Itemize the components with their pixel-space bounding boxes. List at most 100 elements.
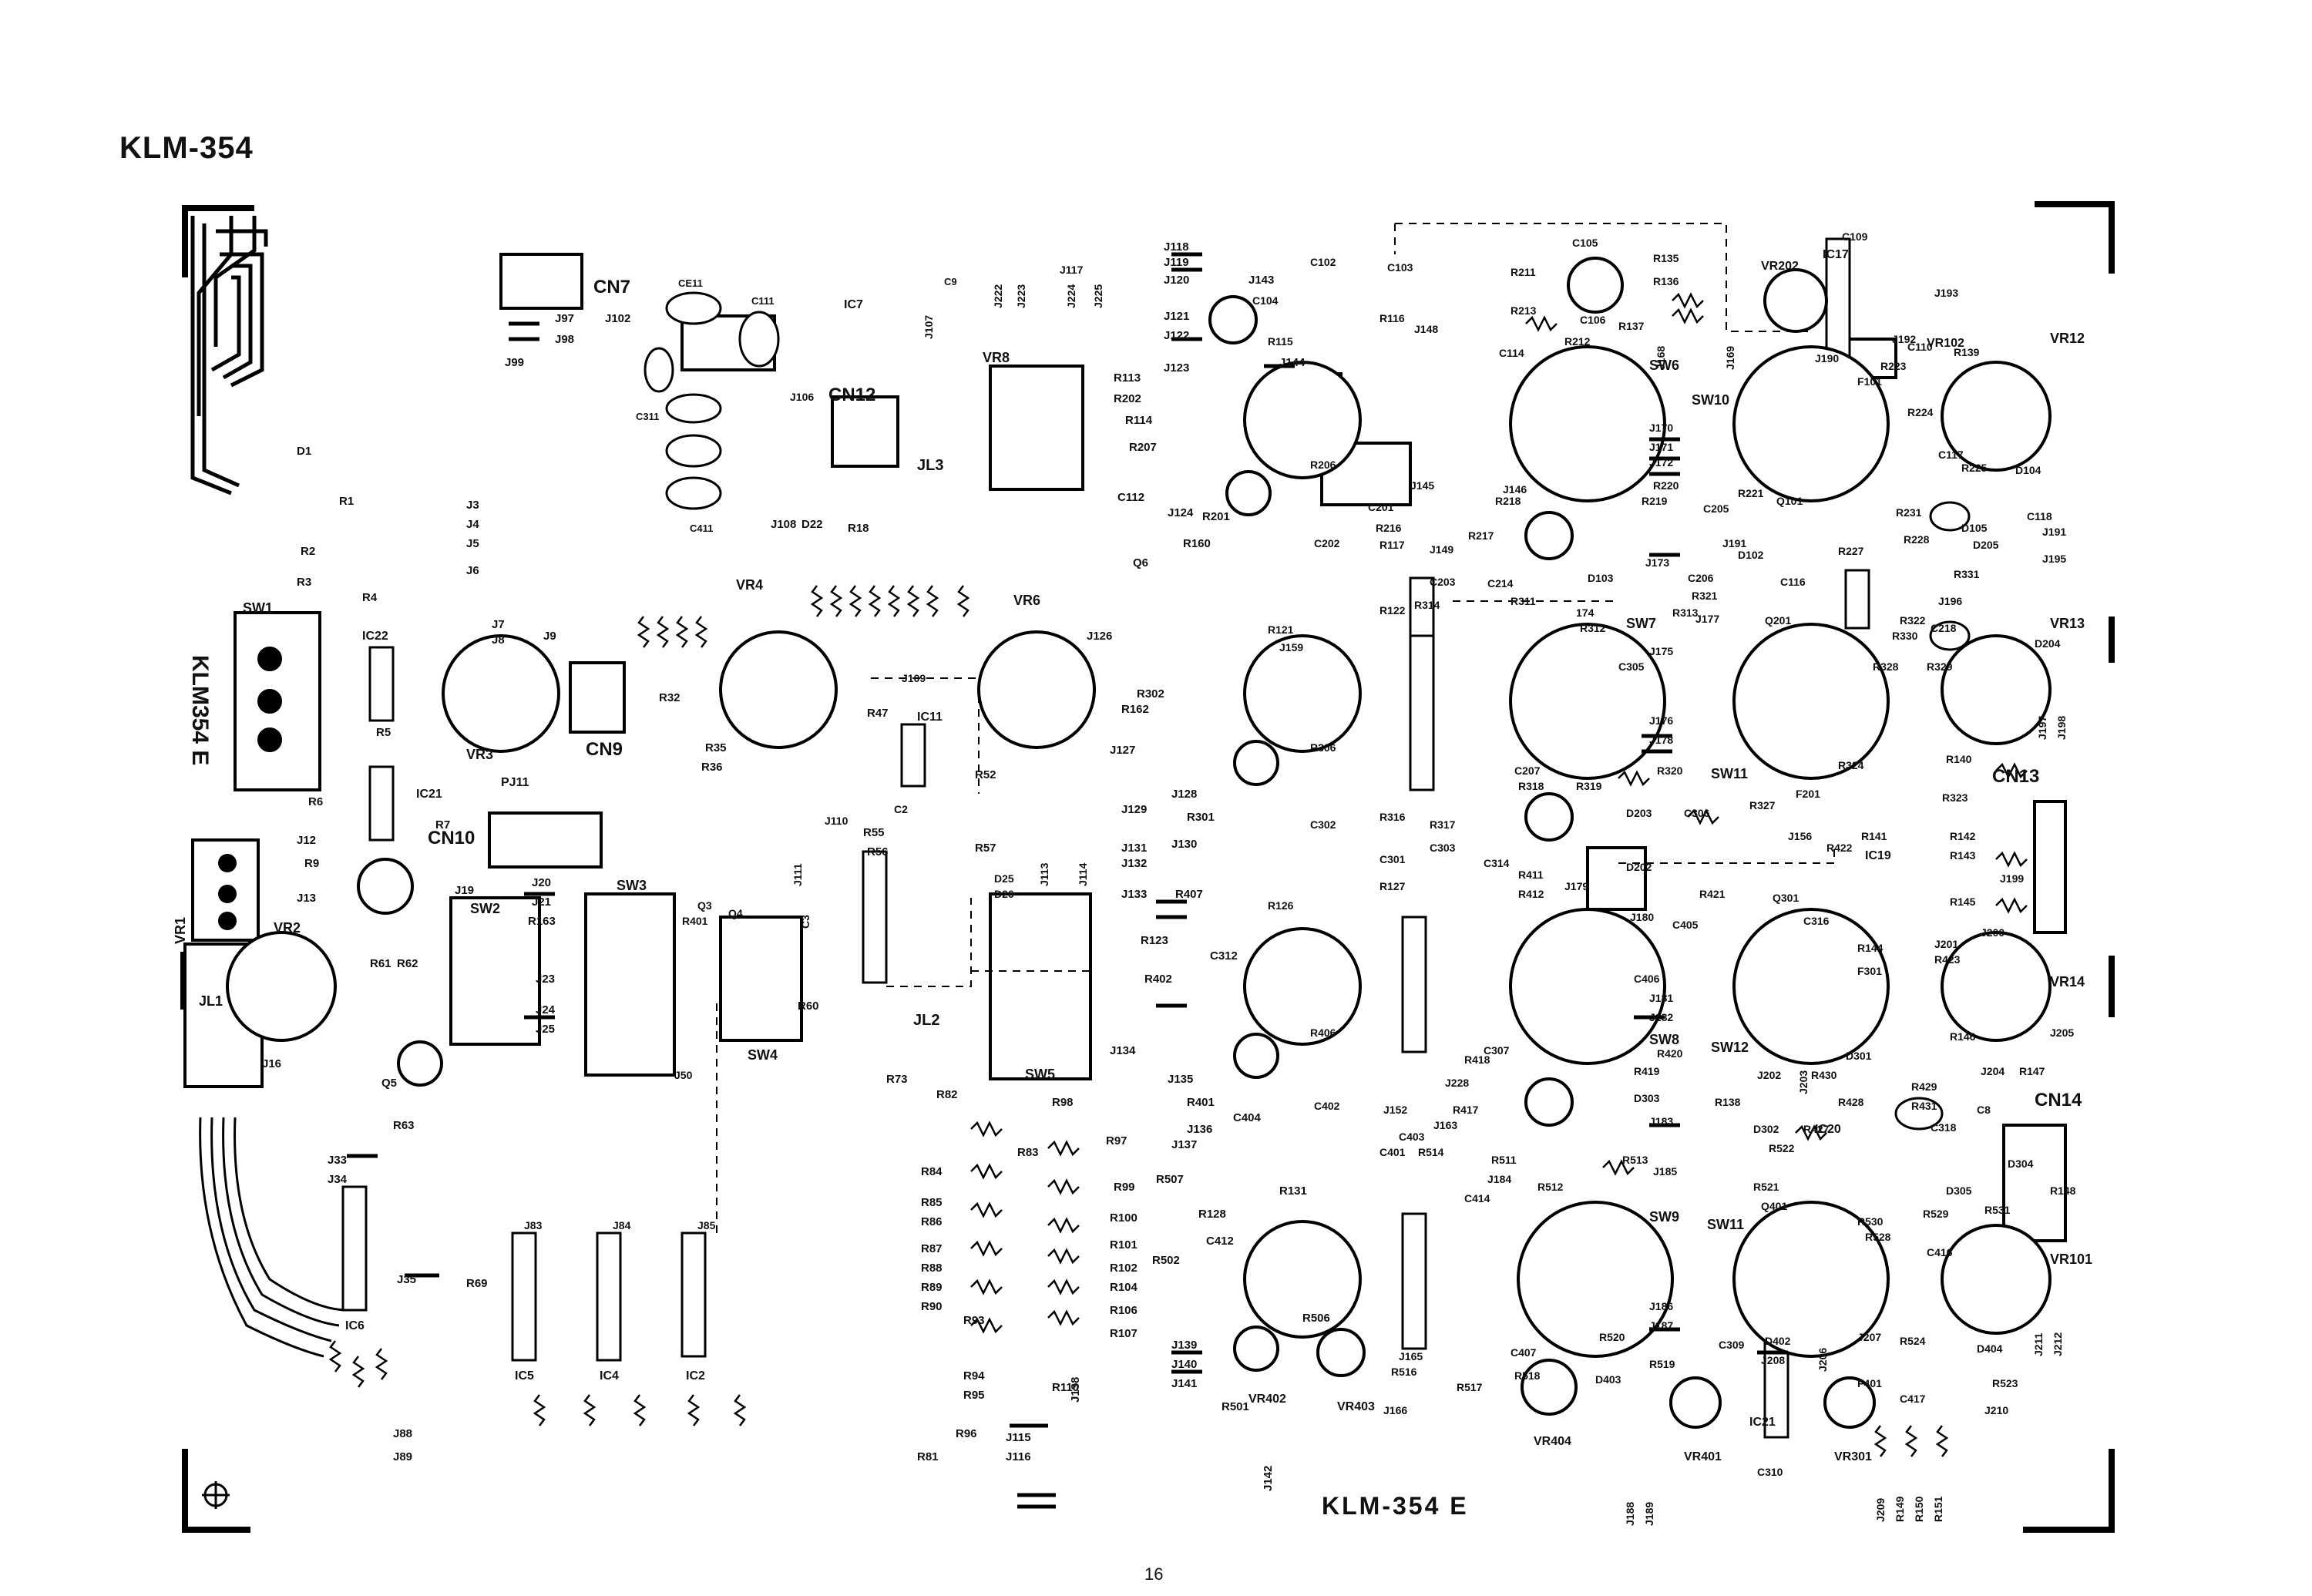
r518-label: R518 bbox=[1514, 1369, 1541, 1382]
j205-label: J205 bbox=[2050, 1026, 2074, 1039]
c114-label: C114 bbox=[1499, 347, 1524, 359]
j179-label: J179 bbox=[1564, 880, 1588, 892]
r101-label: R101 bbox=[1110, 1238, 1138, 1252]
r61-label: R61 bbox=[370, 957, 391, 970]
j124-label: J124 bbox=[1168, 506, 1194, 519]
r149-label: R149 bbox=[1894, 1496, 1906, 1522]
j198-label: J198 bbox=[2055, 716, 2068, 740]
r3-label: R3 bbox=[297, 576, 311, 589]
j197-label: J197 bbox=[2036, 716, 2048, 740]
c109-label: C109 bbox=[1842, 230, 1868, 243]
j170-label: J170 bbox=[1649, 422, 1673, 434]
r136-label: R136 bbox=[1653, 275, 1679, 287]
component-labels: CN7 CN12 CN9 CN10 CN13 CN14 SW1 SW2 SW3 … bbox=[173, 230, 2092, 1526]
q201-label: Q201 bbox=[1765, 614, 1791, 627]
j20-label: J20 bbox=[532, 876, 551, 889]
q101-label: Q101 bbox=[1776, 495, 1803, 507]
d304-label: D304 bbox=[2008, 1158, 2034, 1170]
j139-label: J139 bbox=[1171, 1339, 1197, 1352]
r69-label: R69 bbox=[466, 1277, 488, 1290]
j156-label: J156 bbox=[1788, 830, 1812, 842]
r312-label: R312 bbox=[1580, 622, 1606, 634]
r137-label: R137 bbox=[1618, 320, 1645, 332]
ic16-label: IC17 bbox=[1823, 248, 1849, 261]
cn12-label: CN12 bbox=[828, 385, 875, 405]
j180-label: J180 bbox=[1630, 911, 1654, 923]
r501-label: R501 bbox=[1222, 1400, 1249, 1413]
c412-label: C412 bbox=[1206, 1235, 1234, 1248]
r84-label: R84 bbox=[921, 1165, 943, 1178]
r223-label: R223 bbox=[1880, 360, 1907, 372]
j114-label: J114 bbox=[1077, 862, 1089, 886]
r144-label: R144 bbox=[1857, 942, 1884, 954]
c116-label: C116 bbox=[1780, 576, 1806, 588]
r150-label: R150 bbox=[1913, 1496, 1925, 1522]
f401-label: F401 bbox=[1857, 1377, 1882, 1389]
r127-label: R127 bbox=[1379, 880, 1406, 892]
r142-label: R142 bbox=[1950, 830, 1976, 842]
r502-label: R502 bbox=[1152, 1254, 1180, 1267]
j184-label: J184 bbox=[1487, 1173, 1511, 1185]
f101-label: F101 bbox=[1857, 375, 1882, 388]
r524-label: R524 bbox=[1900, 1335, 1926, 1347]
r324-label: R324 bbox=[1838, 759, 1864, 771]
r419-label: R419 bbox=[1634, 1065, 1660, 1077]
j195-label: J195 bbox=[2042, 553, 2066, 565]
j83-label: J83 bbox=[524, 1219, 543, 1231]
c110-label: C110 bbox=[1907, 341, 1933, 353]
c105-label: C105 bbox=[1572, 237, 1598, 249]
j186-label: J186 bbox=[1649, 1300, 1673, 1312]
d22-label: D22 bbox=[801, 518, 823, 531]
j12-label: J12 bbox=[297, 834, 316, 847]
j193-label: J193 bbox=[1934, 287, 1958, 299]
page-title: KLM-354 bbox=[119, 131, 254, 165]
r311-label: R311 bbox=[1511, 595, 1536, 607]
r2-label: R2 bbox=[301, 545, 315, 558]
c118-label: C118 bbox=[2027, 510, 2052, 522]
r89-label: R89 bbox=[921, 1281, 943, 1294]
c311-label: C311 bbox=[636, 411, 659, 422]
j190-label: J190 bbox=[1815, 352, 1839, 365]
j163-label: J163 bbox=[1433, 1119, 1457, 1131]
j122-label: J122 bbox=[1164, 329, 1189, 342]
sw1-block bbox=[183, 611, 321, 1088]
j107-label: J107 bbox=[922, 315, 935, 339]
j127-label: J127 bbox=[1110, 744, 1135, 757]
j145-label: J145 bbox=[1410, 479, 1434, 492]
c102-label: C102 bbox=[1310, 256, 1336, 268]
j138-label: J138 bbox=[1069, 1377, 1082, 1403]
r523-label: R523 bbox=[1992, 1377, 2018, 1389]
r228-label: R228 bbox=[1904, 533, 1930, 546]
r83-label: R83 bbox=[1017, 1146, 1039, 1159]
r213-label: R213 bbox=[1511, 304, 1537, 317]
r431-label: R431 bbox=[1911, 1100, 1937, 1112]
r151-label: R151 bbox=[1932, 1496, 1944, 1522]
ic4-label: IC4 bbox=[600, 1369, 619, 1383]
j189-label: J189 bbox=[1643, 1502, 1655, 1526]
r113-label: R113 bbox=[1114, 371, 1141, 385]
cn13-label: CN13 bbox=[1992, 766, 2039, 787]
j209-label: J209 bbox=[1874, 1498, 1887, 1522]
j106-label: J106 bbox=[790, 391, 814, 403]
r327-label: R327 bbox=[1749, 799, 1776, 811]
ic19-label: IC20 bbox=[1815, 1123, 1841, 1136]
r322-label: R322 bbox=[1900, 614, 1926, 627]
r35-label: R35 bbox=[705, 741, 727, 754]
q401-label: Q401 bbox=[1761, 1200, 1787, 1212]
r93-label: R93 bbox=[963, 1314, 985, 1327]
r417-label: R417 bbox=[1453, 1104, 1479, 1116]
c207-label: C207 bbox=[1514, 764, 1541, 777]
j115-label: J115 bbox=[1006, 1431, 1031, 1444]
j50-label: J50 bbox=[674, 1069, 693, 1081]
c416-label: C416 bbox=[1927, 1246, 1953, 1258]
c303-label: C303 bbox=[1430, 842, 1456, 854]
r73-label: R73 bbox=[886, 1073, 908, 1086]
r123-label: R123 bbox=[1141, 934, 1168, 947]
capacitors bbox=[644, 291, 1971, 1131]
r219-label: R219 bbox=[1642, 495, 1668, 507]
r18-label: R18 bbox=[848, 522, 869, 535]
r146-label: R146 bbox=[1950, 1030, 1976, 1043]
r428-label: R428 bbox=[1838, 1096, 1864, 1108]
j187-label: J187 bbox=[1649, 1319, 1673, 1332]
